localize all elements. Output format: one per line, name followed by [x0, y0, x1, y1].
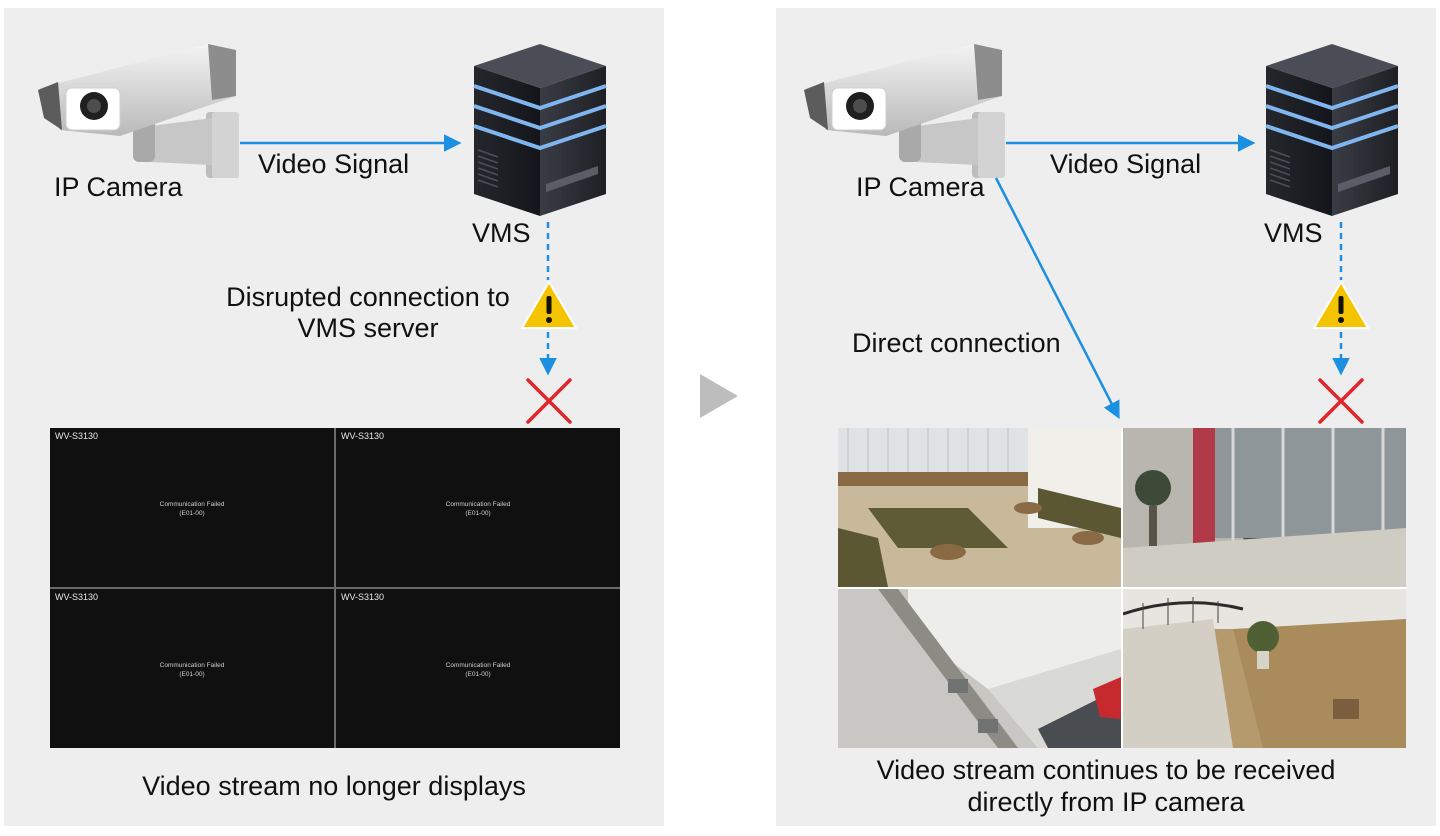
failure-x-icon [1318, 378, 1364, 424]
transition-arrow-icon [700, 374, 738, 418]
left-caption: Video stream no longer displays [142, 771, 526, 801]
camera-id: WV-S3130 [341, 592, 385, 602]
direct-connection-arrow [994, 177, 1120, 420]
error-code: (E01-00) [465, 670, 491, 678]
error-message: Communication Failed(E01-00) [336, 501, 620, 519]
camera-id: WV-S3130 [341, 431, 385, 441]
warning-icon [521, 281, 577, 329]
disruption-label-line2: VMS server [297, 313, 439, 344]
camera-label: IP Camera [54, 172, 183, 202]
error-text: Communication Failed [159, 501, 225, 509]
error-code: (E01-00) [465, 509, 491, 517]
error-text: Communication Failed [445, 662, 511, 670]
video-tile: WV-S3130 Communication Failed(E01-00) [50, 589, 334, 748]
error-message: Communication Failed(E01-00) [50, 662, 334, 680]
live-feed-lounge [838, 428, 1121, 587]
vms-label: VMS [472, 218, 531, 248]
right-caption: Video stream continues to be received di… [776, 755, 1436, 819]
live-feed-parking [838, 589, 1121, 748]
error-text: Communication Failed [445, 501, 511, 509]
ip-camera-icon [804, 44, 1005, 178]
video-signal-label: Video Signal [258, 149, 410, 179]
video-signal-label: Video Signal [1050, 149, 1202, 179]
camera-label: IP Camera [856, 172, 985, 202]
error-message: Communication Failed(E01-00) [50, 501, 334, 519]
failure-x-icon [526, 378, 572, 424]
right-caption-line1: Video stream continues to be received [876, 755, 1336, 785]
error-text: Communication Failed [159, 662, 225, 670]
error-code: (E01-00) [179, 670, 205, 678]
warning-icon [1313, 281, 1369, 329]
disruption-label: Disrupted connection to VMS server [218, 282, 518, 344]
error-message: Communication Failed(E01-00) [336, 662, 620, 680]
live-feed-entrance [1123, 428, 1406, 587]
direct-connection-label: Direct connection [852, 328, 1061, 358]
live-feed-atrium [1123, 589, 1406, 748]
camera-id: WV-S3130 [55, 431, 99, 441]
video-tile: WV-S3130 Communication Failed(E01-00) [336, 589, 620, 748]
right-caption-line2: directly from IP camera [967, 786, 1245, 817]
error-code: (E01-00) [179, 509, 205, 517]
vms-server-icon [1265, 44, 1399, 216]
camera-id: WV-S3130 [55, 592, 99, 602]
vms-server-icon [473, 44, 607, 216]
disruption-label-line1: Disrupted connection to [226, 282, 510, 312]
failed-video-wall: WV-S3130 Communication Failed(E01-00) WV… [50, 428, 620, 748]
ip-camera-icon [38, 44, 239, 178]
live-video-wall [838, 428, 1406, 748]
video-tile: WV-S3130 Communication Failed(E01-00) [336, 428, 620, 587]
video-tile: WV-S3130 Communication Failed(E01-00) [50, 428, 334, 587]
vms-label: VMS [1264, 218, 1323, 248]
